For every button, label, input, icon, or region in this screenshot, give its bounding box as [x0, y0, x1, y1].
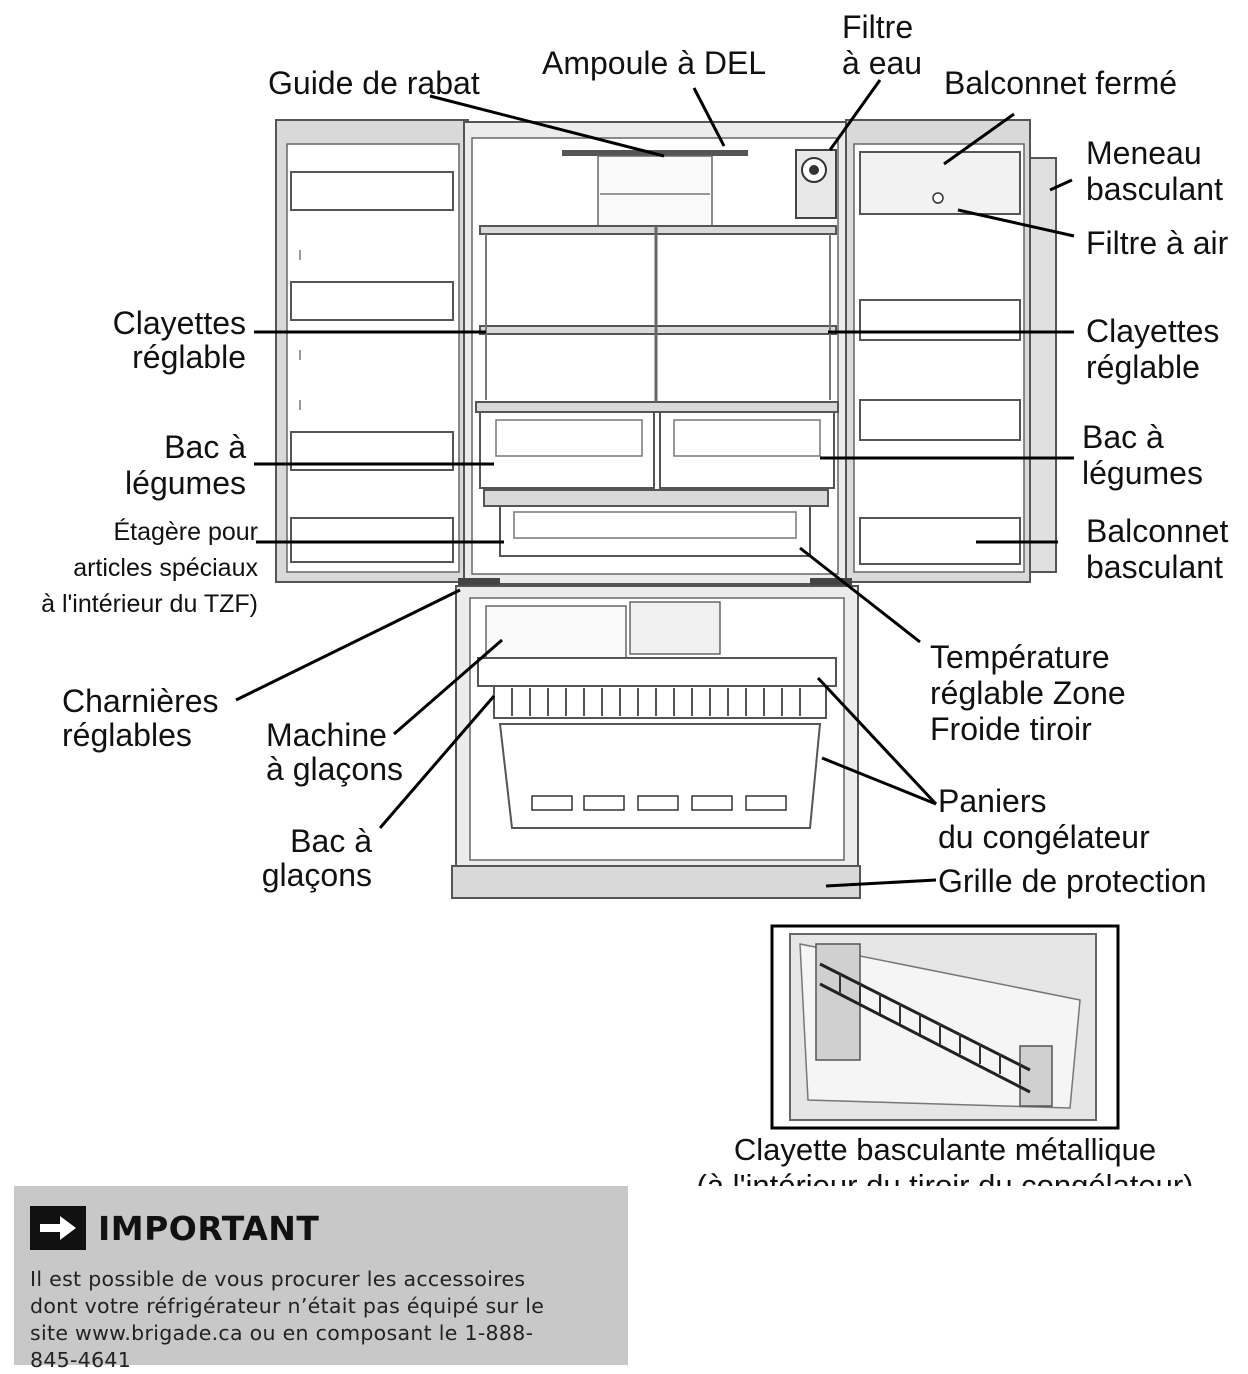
label-filtre-air: Filtre à air — [1086, 225, 1229, 261]
label-filtre-eau-2: à eau — [842, 45, 922, 81]
hinge-left — [458, 578, 500, 586]
label-temperature-3: Froide tiroir — [930, 711, 1092, 747]
important-header: IMPORTANT — [30, 1202, 612, 1254]
right-door — [845, 119, 1057, 583]
label-charnieres-2: réglables — [62, 717, 192, 753]
label-filtre-eau-1: Filtre — [842, 9, 913, 45]
label-meneau-1: Meneau — [1086, 135, 1202, 171]
leader-lines — [235, 79, 1075, 888]
label-clayettes-right-1: Clayettes — [1086, 313, 1219, 349]
refrigerator-illustration — [275, 119, 1057, 899]
label-clayettes-right-2: réglable — [1086, 349, 1200, 385]
label-guide-rabat: Guide de rabat — [268, 65, 480, 101]
label-clayettes-left-1: Clayettes — [113, 305, 246, 341]
label-machine-1: Machine — [266, 717, 387, 753]
main-cabinet — [463, 121, 847, 585]
label-bac-leg-left-1: Bac à — [164, 429, 246, 465]
label-ampoule: Ampoule à DEL — [542, 45, 766, 81]
label-charnieres-1: Charnières — [62, 683, 219, 719]
freezer-drawer — [451, 585, 861, 899]
label-paniers-1: Paniers — [938, 783, 1047, 819]
important-notice: IMPORTANT Il est possible de vous procur… — [14, 1186, 628, 1372]
label-machine-2: à glaçons — [266, 751, 403, 787]
inset-caption-2: (à l'intérieur du tiroir du congélateur) — [697, 1168, 1194, 1186]
label-bac-leg-right-2: légumes — [1082, 455, 1203, 491]
label-grille: Grille de protection — [938, 863, 1207, 899]
important-line-3: site www.brigade.ca ou en composant le 1… — [30, 1321, 534, 1345]
label-balconnet-bascul-1: Balconnet — [1086, 513, 1228, 549]
label-temperature-1: Température — [930, 639, 1110, 675]
label-etagere-3: à l'intérieur du TZF) — [41, 590, 258, 618]
left-door — [275, 119, 469, 583]
label-balconnet-bascul-2: basculant — [1086, 549, 1223, 585]
arrow-right-icon — [30, 1206, 86, 1250]
label-clayettes-left-2: réglable — [132, 339, 246, 375]
label-bac-glacons-1: Bac à — [290, 823, 372, 859]
label-etagere-1: Étagère pour — [113, 517, 258, 546]
label-bac-glacons-2: glaçons — [262, 857, 372, 893]
important-line-2: dont votre réfrigérateur n’était pas équ… — [30, 1294, 545, 1318]
label-bac-leg-right-1: Bac à — [1082, 419, 1164, 455]
label-temperature-2: réglable Zone — [930, 675, 1126, 711]
label-bac-leg-left-2: légumes — [125, 465, 246, 501]
inset-flipper-shelf: Clayette basculante métallique (à l'inté… — [697, 924, 1194, 1186]
important-line-1: Il est possible de vous procurer les acc… — [30, 1267, 526, 1291]
inset-caption-1: Clayette basculante métallique — [734, 1132, 1156, 1167]
important-body: Il est possible de vous procurer les acc… — [30, 1266, 612, 1374]
label-meneau-2: basculant — [1086, 171, 1223, 207]
important-line-4: 845-4641 — [30, 1348, 132, 1372]
label-paniers-2: du congélateur — [938, 819, 1150, 855]
label-etagere-2: articles spéciaux — [73, 554, 258, 582]
refrigerator-diagram: Guide de rabat Ampoule à DEL Filtre à ea… — [41, 9, 1228, 1186]
callout-labels: Guide de rabat Ampoule à DEL Filtre à ea… — [41, 9, 1228, 899]
hinge-right — [810, 578, 852, 586]
important-title: IMPORTANT — [98, 1208, 320, 1248]
label-balconnet-ferme: Balconnet fermé — [944, 65, 1177, 101]
